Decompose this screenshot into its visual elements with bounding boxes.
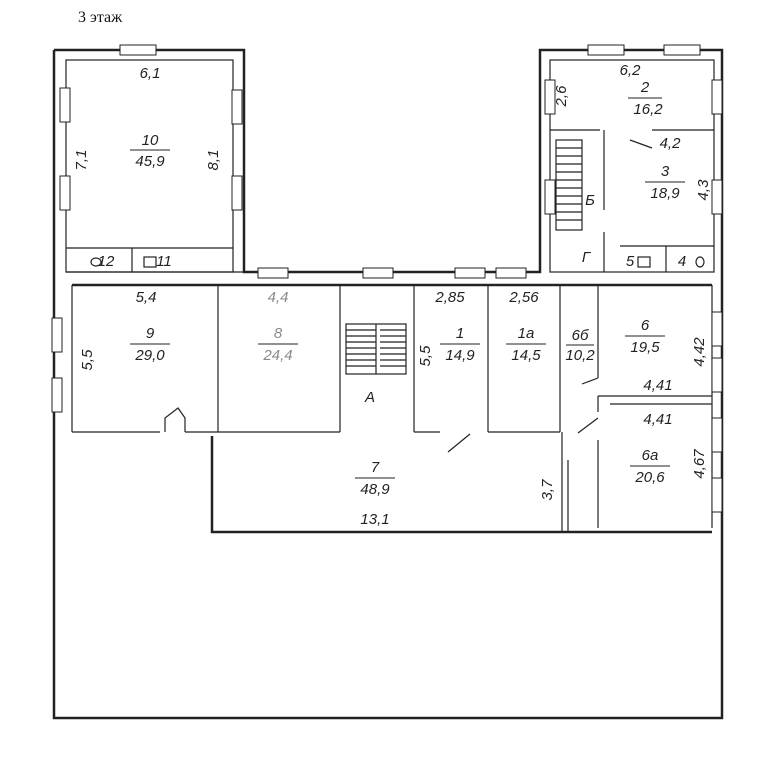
- corridor-walls: [210, 432, 712, 534]
- dim-label: 6,1: [140, 65, 161, 82]
- svg-text:8: 8: [274, 325, 283, 342]
- room-10-label: 10 45,9: [130, 132, 170, 170]
- svg-text:10: 10: [142, 132, 159, 149]
- dim-label: 2,56: [508, 289, 539, 306]
- svg-text:6: 6: [641, 317, 650, 334]
- staircase-b: [555, 139, 583, 231]
- svg-text:29,0: 29,0: [134, 347, 165, 364]
- room-6a-label: 6а 20,6: [630, 447, 670, 486]
- left-wing-walls: [65, 59, 244, 273]
- middle-band-walls: [71, 283, 713, 528]
- sink-icon: [143, 256, 157, 268]
- room-6b-label: 6б 10,2: [565, 327, 595, 364]
- svg-text:10,2: 10,2: [565, 347, 595, 364]
- svg-text:9: 9: [146, 325, 155, 342]
- svg-text:18,9: 18,9: [650, 185, 680, 202]
- stair-b-label: Б: [585, 192, 595, 209]
- staircase-a: [345, 323, 407, 375]
- svg-text:20,6: 20,6: [634, 469, 665, 486]
- toilet-icon: [90, 257, 102, 267]
- corridor-g-label: Г: [582, 249, 592, 266]
- room-2-label: 2 16,2: [628, 79, 663, 118]
- floor-caption: 3 этаж: [78, 9, 123, 26]
- dim-label: 7,1: [73, 150, 90, 171]
- dim-label: 6,2: [620, 62, 642, 79]
- sanitary-fixtures: [90, 256, 705, 268]
- svg-text:1: 1: [456, 325, 464, 342]
- room-1-label: 1 14,9: [440, 325, 480, 364]
- room-9-label: 9 29,0: [130, 325, 170, 364]
- svg-text:3: 3: [661, 163, 670, 180]
- svg-text:14,5: 14,5: [511, 347, 541, 364]
- right-wing-walls: [549, 59, 715, 273]
- svg-text:14,9: 14,9: [445, 347, 475, 364]
- room-5-label: 5: [626, 253, 635, 270]
- dim-label: 4,3: [695, 179, 712, 201]
- dim-label: 8,1: [205, 150, 222, 171]
- dim-label: 4,42: [691, 337, 708, 367]
- svg-text:48,9: 48,9: [360, 481, 390, 498]
- svg-text:45,9: 45,9: [135, 153, 165, 170]
- dim-label: 5,5: [79, 349, 96, 371]
- svg-text:6б: 6б: [572, 327, 589, 344]
- svg-text:7: 7: [371, 459, 380, 476]
- dim-label: 4,67: [691, 449, 708, 479]
- stair-a-label: А: [364, 389, 375, 406]
- windows: [51, 44, 723, 513]
- dim-label: 5,5: [417, 345, 434, 367]
- dim-label: 5,4: [136, 289, 157, 306]
- svg-text:24,4: 24,4: [262, 347, 292, 364]
- svg-text:19,5: 19,5: [630, 339, 660, 356]
- outer-walls: [52, 48, 724, 720]
- dim-label: 2,6: [553, 85, 570, 108]
- sink-icon: [637, 256, 651, 268]
- room-6-label: 6 19,5: [625, 317, 665, 356]
- room-1a-label: 1а 14,5: [506, 325, 546, 364]
- dim-label: 2,85: [434, 289, 465, 306]
- room-4-label: 4: [678, 253, 686, 270]
- svg-text:1а: 1а: [518, 325, 535, 342]
- dim-label: 4,41: [643, 377, 672, 394]
- svg-text:16,2: 16,2: [633, 101, 663, 118]
- toilet-icon: [695, 256, 705, 268]
- dim-label: 4,2: [660, 135, 682, 152]
- dim-label: 4,4: [268, 289, 289, 306]
- svg-text:2: 2: [640, 79, 650, 96]
- dim-label: 4,41: [643, 411, 672, 428]
- room-8-label: 8 24,4: [258, 325, 298, 364]
- dim-label: 3,7: [539, 479, 556, 501]
- room-12-label: 12: [98, 253, 115, 270]
- dim-label: 13,1: [360, 511, 389, 528]
- room-7-label: 7 48,9: [355, 459, 395, 498]
- room-3-label: 3 18,9: [645, 163, 685, 202]
- room-11-label: 11: [156, 253, 172, 270]
- svg-text:6а: 6а: [642, 447, 659, 464]
